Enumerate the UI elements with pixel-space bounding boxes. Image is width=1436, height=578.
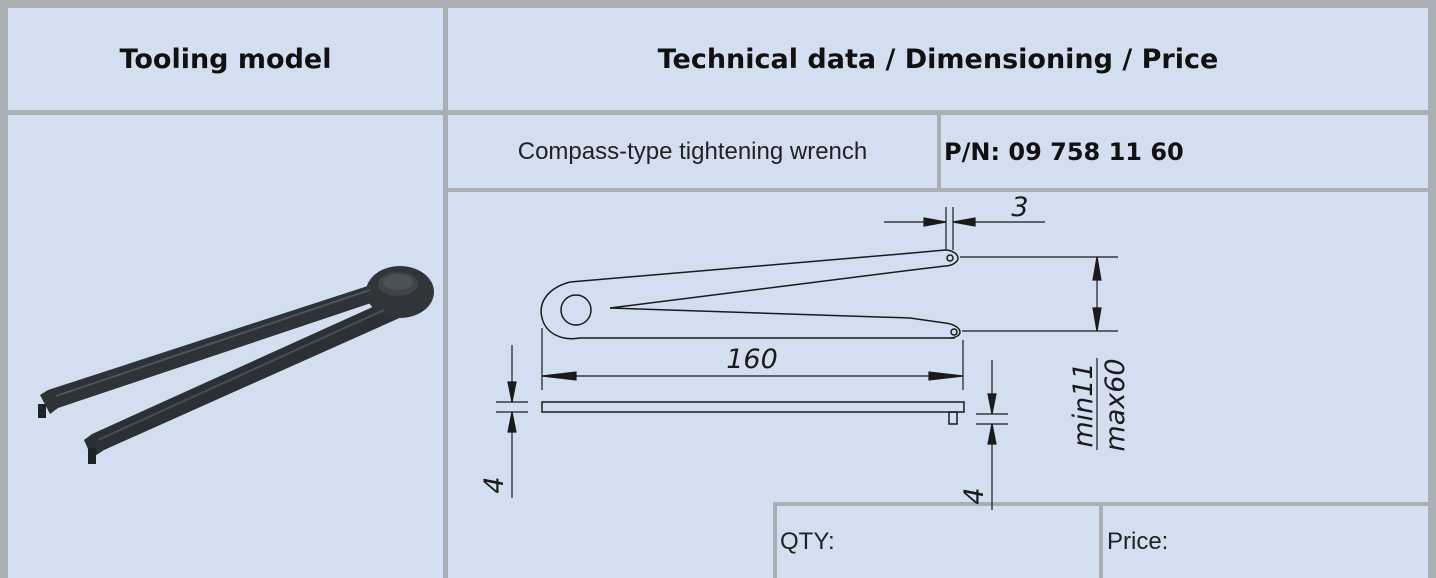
tooling-model-image <box>38 266 434 464</box>
dim-label-160: 160 <box>726 344 778 375</box>
dimension-drawing <box>540 249 965 425</box>
dim-label-pin: 4 <box>959 487 990 504</box>
order-box-divider <box>1099 502 1103 578</box>
dim-label-thickness: 4 <box>479 476 510 493</box>
product-row-divider <box>448 188 1428 192</box>
dimension-lines <box>496 207 1118 510</box>
column-divider <box>443 8 448 578</box>
dim-label-min: min11 <box>1068 362 1099 447</box>
product-name: Compass-type tightening wrench <box>517 137 868 165</box>
price-label: Price: <box>1107 528 1169 555</box>
header-divider <box>8 110 1428 115</box>
dim-label-max: max60 <box>1100 358 1131 451</box>
order-box-left <box>773 502 777 578</box>
qty-label: QTY: <box>780 528 835 555</box>
product-cell-divider <box>937 115 941 188</box>
dimension-labels: 3 160 min11 max60 4 4 <box>479 192 1131 505</box>
dim-label-3: 3 <box>1011 192 1028 223</box>
header-technical-data: Technical data / Dimensioning / Price <box>657 43 1219 75</box>
header-tooling-model: Tooling model <box>119 43 332 75</box>
part-number: P/N: 09 758 11 60 <box>944 137 1184 166</box>
